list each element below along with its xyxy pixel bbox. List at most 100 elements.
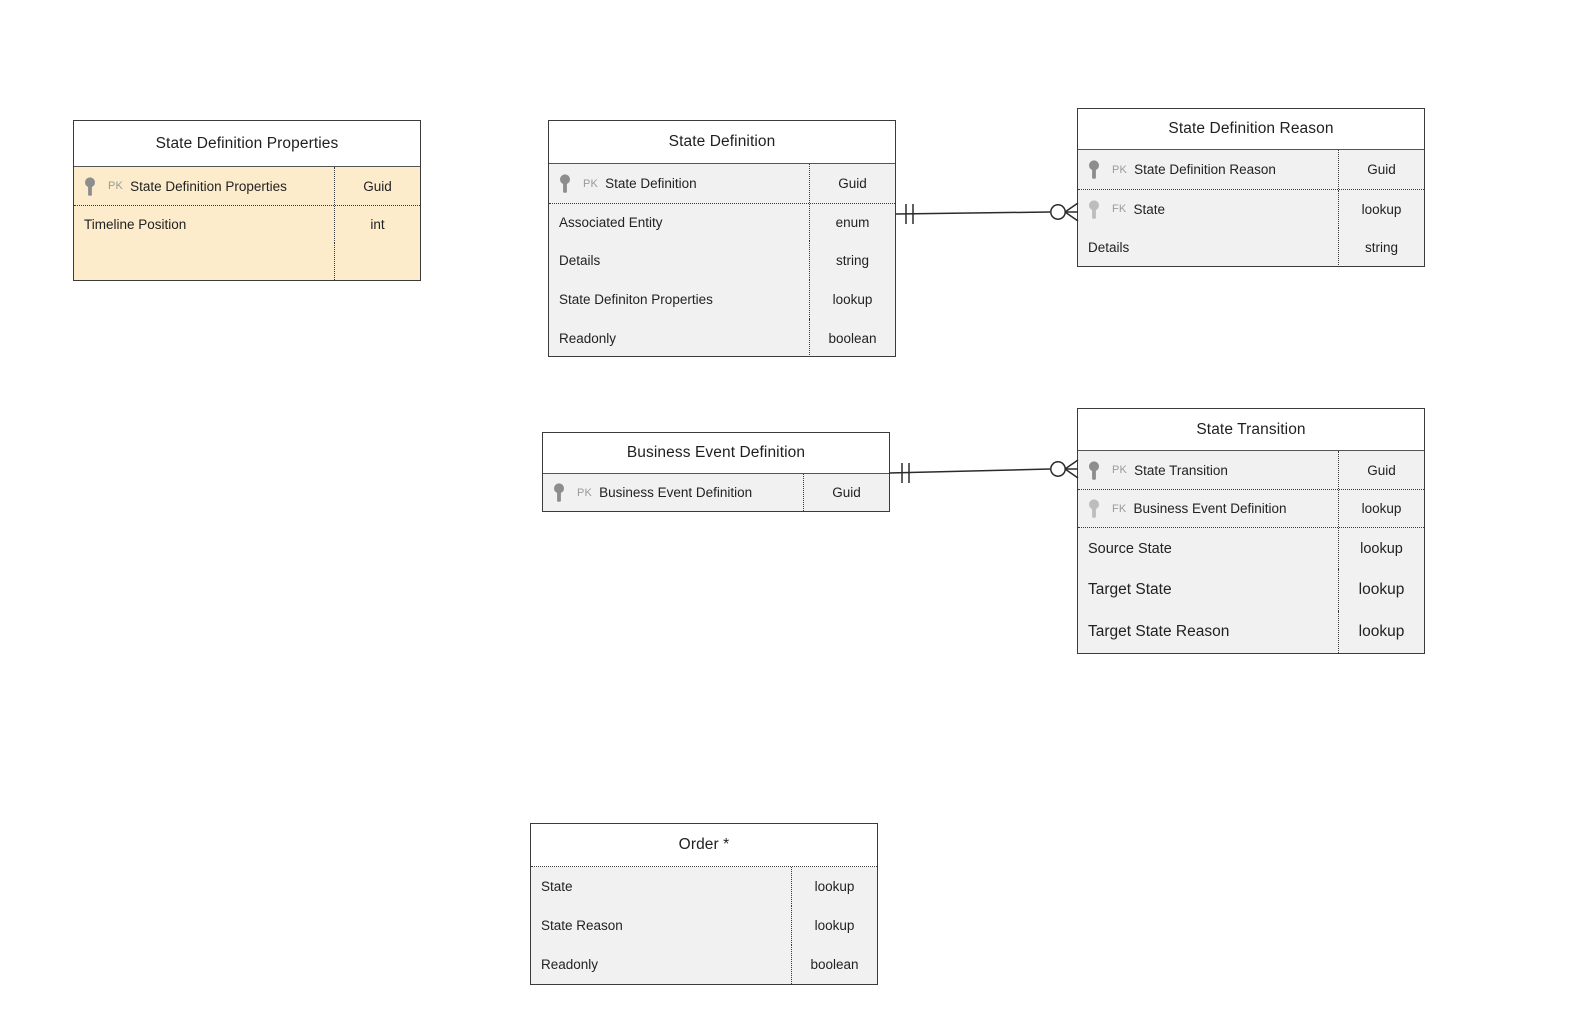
field-name-cell: PK State Transition [1078,451,1338,489]
key-pk-icon [1088,460,1114,480]
field-type-cell: lookup [1338,190,1424,228]
field-type-cell: lookup [1338,528,1424,569]
field-name-cell: FK Business Event Definition [1078,490,1338,527]
field-type: boolean [828,330,877,346]
entity-title: State Definition Reason [1078,109,1424,150]
table-row[interactable]: PK State Definition Properties Guid [74,167,420,205]
entity-title: State Definition [549,121,895,164]
entity-fields: PK State Definition Guid Associated Enti… [549,164,895,357]
table-row[interactable]: Details string [549,241,895,280]
field-type-cell: Guid [1338,451,1424,489]
entity-business-event-definition[interactable]: Business Event Definition PK Business Ev… [542,432,890,512]
field-type: lookup [1358,581,1405,598]
key-tag: PK [108,180,124,192]
table-row[interactable]: PK State Definition Guid [549,164,895,203]
key-tag: PK [1112,163,1128,176]
field-name: State Definition [605,176,697,191]
entity-state-definition-properties[interactable]: State Definition Properties PK State Def… [73,120,421,281]
field-type-cell: enum [809,204,895,241]
table-row[interactable]: State Definiton Properties lookup [549,280,895,319]
field-type: lookup [832,292,873,307]
field-type-cell: Guid [1338,150,1424,189]
field-name-cell: FK State [1078,190,1338,228]
field-name: Source State [1088,540,1172,557]
field-type: int [370,217,385,232]
key-tag: FK [1112,502,1127,515]
field-name-cell: PK Business Event Definition [543,474,803,511]
relationship-state-definition-to-state-definition-reason[interactable] [890,190,1085,236]
key-pk-icon [553,483,579,502]
field-type: Guid [1367,162,1396,177]
field-name: Timeline Position [84,217,187,232]
key-tag: PK [1112,464,1128,476]
field-type-cell: Guid [803,474,889,511]
field-type-cell [334,243,420,280]
table-row[interactable]: State lookup [531,867,877,906]
entity-title: Business Event Definition [543,433,889,474]
field-type: lookup [1358,623,1405,640]
table-row[interactable]: PK State Definition Reason Guid [1078,150,1424,189]
field-name: Details [1088,240,1130,255]
field-name-cell: State Definiton Properties [549,280,809,319]
field-type: Guid [832,485,861,500]
table-row[interactable]: Readonly boolean [549,319,895,357]
field-type-cell: boolean [791,945,877,984]
field-type-cell: lookup [1338,611,1424,653]
field-type: lookup [1361,501,1402,516]
table-row[interactable]: PK State Transition Guid [1078,451,1424,489]
field-type: lookup [814,879,855,894]
key-tag: FK [1112,203,1127,215]
field-name-cell: Target State Reason [1078,611,1338,653]
field-name-cell: Target State [1078,569,1338,611]
table-row[interactable]: State Reason lookup [531,906,877,945]
field-name-cell: State [531,867,791,906]
field-name: State Definition Properties [130,178,287,194]
entity-fields: State lookup State Reason lookup Readonl… [531,867,877,984]
field-type-cell: lookup [1338,569,1424,611]
field-type: lookup [814,918,855,933]
field-name-cell: Readonly [531,945,791,984]
field-name: Target State Reason [1088,623,1230,640]
field-type-cell: string [809,241,895,280]
entity-fields: PK Business Event Definition Guid [543,474,889,511]
field-name-cell: PK State Definition [549,164,809,203]
entity-state-definition-reason[interactable]: State Definition Reason PK State Definit… [1077,108,1425,267]
table-row[interactable]: Associated Entity enum [549,203,895,241]
field-name-cell: Details [549,241,809,280]
field-name: Business Event Definition [599,485,753,500]
table-row[interactable]: Details string [1078,228,1424,267]
entity-title: State Transition [1078,409,1424,451]
field-type-cell: lookup [1338,490,1424,527]
table-row[interactable]: Source State lookup [1078,527,1424,569]
field-name-cell: Source State [1078,528,1338,569]
table-row[interactable]: FK State lookup [1078,189,1424,228]
field-type: boolean [810,957,859,972]
field-name-cell: Readonly [549,319,809,357]
field-type: string [1364,240,1398,255]
table-row[interactable]: FK Business Event Definition lookup [1078,489,1424,527]
relationship-business-event-definition-to-state-transition[interactable] [885,448,1085,494]
field-type: lookup [1360,540,1403,557]
field-name-cell: Timeline Position [74,206,334,243]
field-name: Details [559,253,601,268]
table-row[interactable]: Target State Reason lookup [1078,611,1424,653]
table-row[interactable]: PK Business Event Definition Guid [543,474,889,511]
entity-order[interactable]: Order * State lookup State Reason lookup [530,823,878,985]
table-row[interactable]: Timeline Position int [74,205,420,243]
field-type-cell: lookup [809,280,895,319]
field-type-cell: Guid [809,164,895,203]
field-type: string [835,253,869,268]
entity-state-definition[interactable]: State Definition PK State Definition Gui… [548,120,896,357]
table-row[interactable]: Readonly boolean [531,945,877,984]
field-type: Guid [838,176,867,191]
entity-fields: PK State Transition Guid FK Busi [1078,451,1424,653]
key-pk-icon [559,174,585,193]
field-type-cell: string [1338,228,1424,267]
entity-state-transition[interactable]: State Transition PK State Transition Gui… [1077,408,1425,654]
table-row[interactable]: Target State lookup [1078,569,1424,611]
field-type-cell: Guid [334,167,420,205]
field-name-cell [74,243,334,280]
key-pk-icon [84,176,110,196]
field-name: Business Event Definition [1133,501,1287,516]
entity-fields: PK State Definition Reason Guid FK [1078,150,1424,267]
